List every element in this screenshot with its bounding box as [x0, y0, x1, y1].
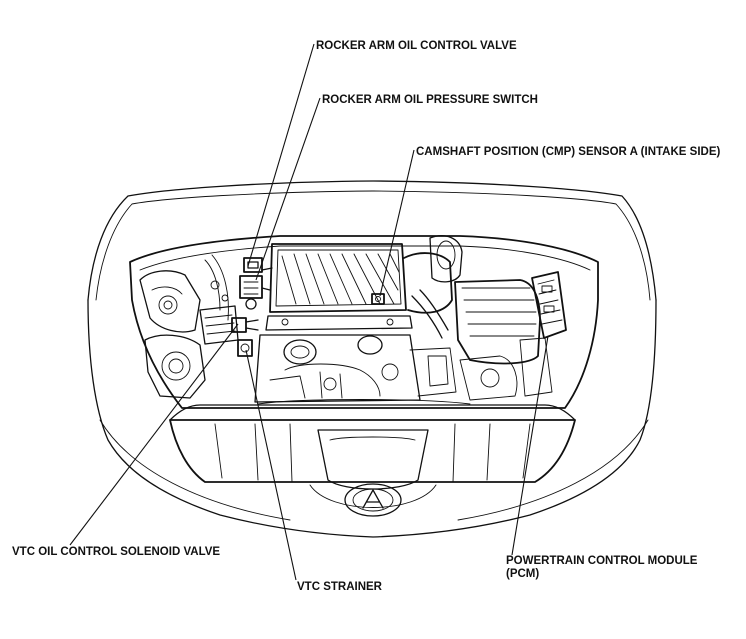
leader-cmp-sensor — [379, 149, 415, 297]
rocker-arm-valve-cluster — [239, 257, 273, 310]
vtc-components — [231, 317, 259, 357]
cmp-sensor-marker — [371, 293, 385, 305]
leader-lines — [69, 43, 549, 581]
leader-vtc-oil-control-solenoid — [69, 323, 239, 546]
engine-bay-outline — [129, 235, 599, 409]
label-vtc-oil-control-solenoid-valve: VTC OIL CONTROL SOLENOID VALVE — [12, 546, 220, 558]
leader-rocker-arm-oil-control-valve — [247, 43, 315, 267]
body-outline — [87, 180, 657, 538]
left-components — [139, 254, 239, 399]
label-pcm-line2: (PCM) — [506, 568, 539, 580]
callout-labels: ROCKER ARM OIL CONTROL VALVE ROCKER ARM … — [12, 40, 720, 593]
air-intake-assembly — [403, 235, 541, 365]
label-rocker-arm-oil-pressure-switch: ROCKER ARM OIL PRESSURE SWITCH — [322, 94, 538, 106]
label-pcm-line1: POWERTRAIN CONTROL MODULE — [506, 555, 698, 567]
intake-plenum — [265, 243, 413, 331]
leader-rocker-arm-oil-pressure-switch — [255, 97, 321, 281]
engine-cover-panel — [169, 404, 576, 517]
pcm-module — [531, 271, 567, 339]
leader-vtc-strainer — [245, 349, 297, 581]
leader-pcm — [511, 335, 549, 556]
engine-block-details — [254, 334, 553, 405]
label-vtc-strainer: VTC STRAINER — [297, 581, 383, 593]
label-rocker-arm-oil-control-valve: ROCKER ARM OIL CONTROL VALVE — [316, 40, 517, 52]
label-cmp-sensor-a: CAMSHAFT POSITION (CMP) SENSOR A (INTAKE… — [416, 146, 720, 158]
